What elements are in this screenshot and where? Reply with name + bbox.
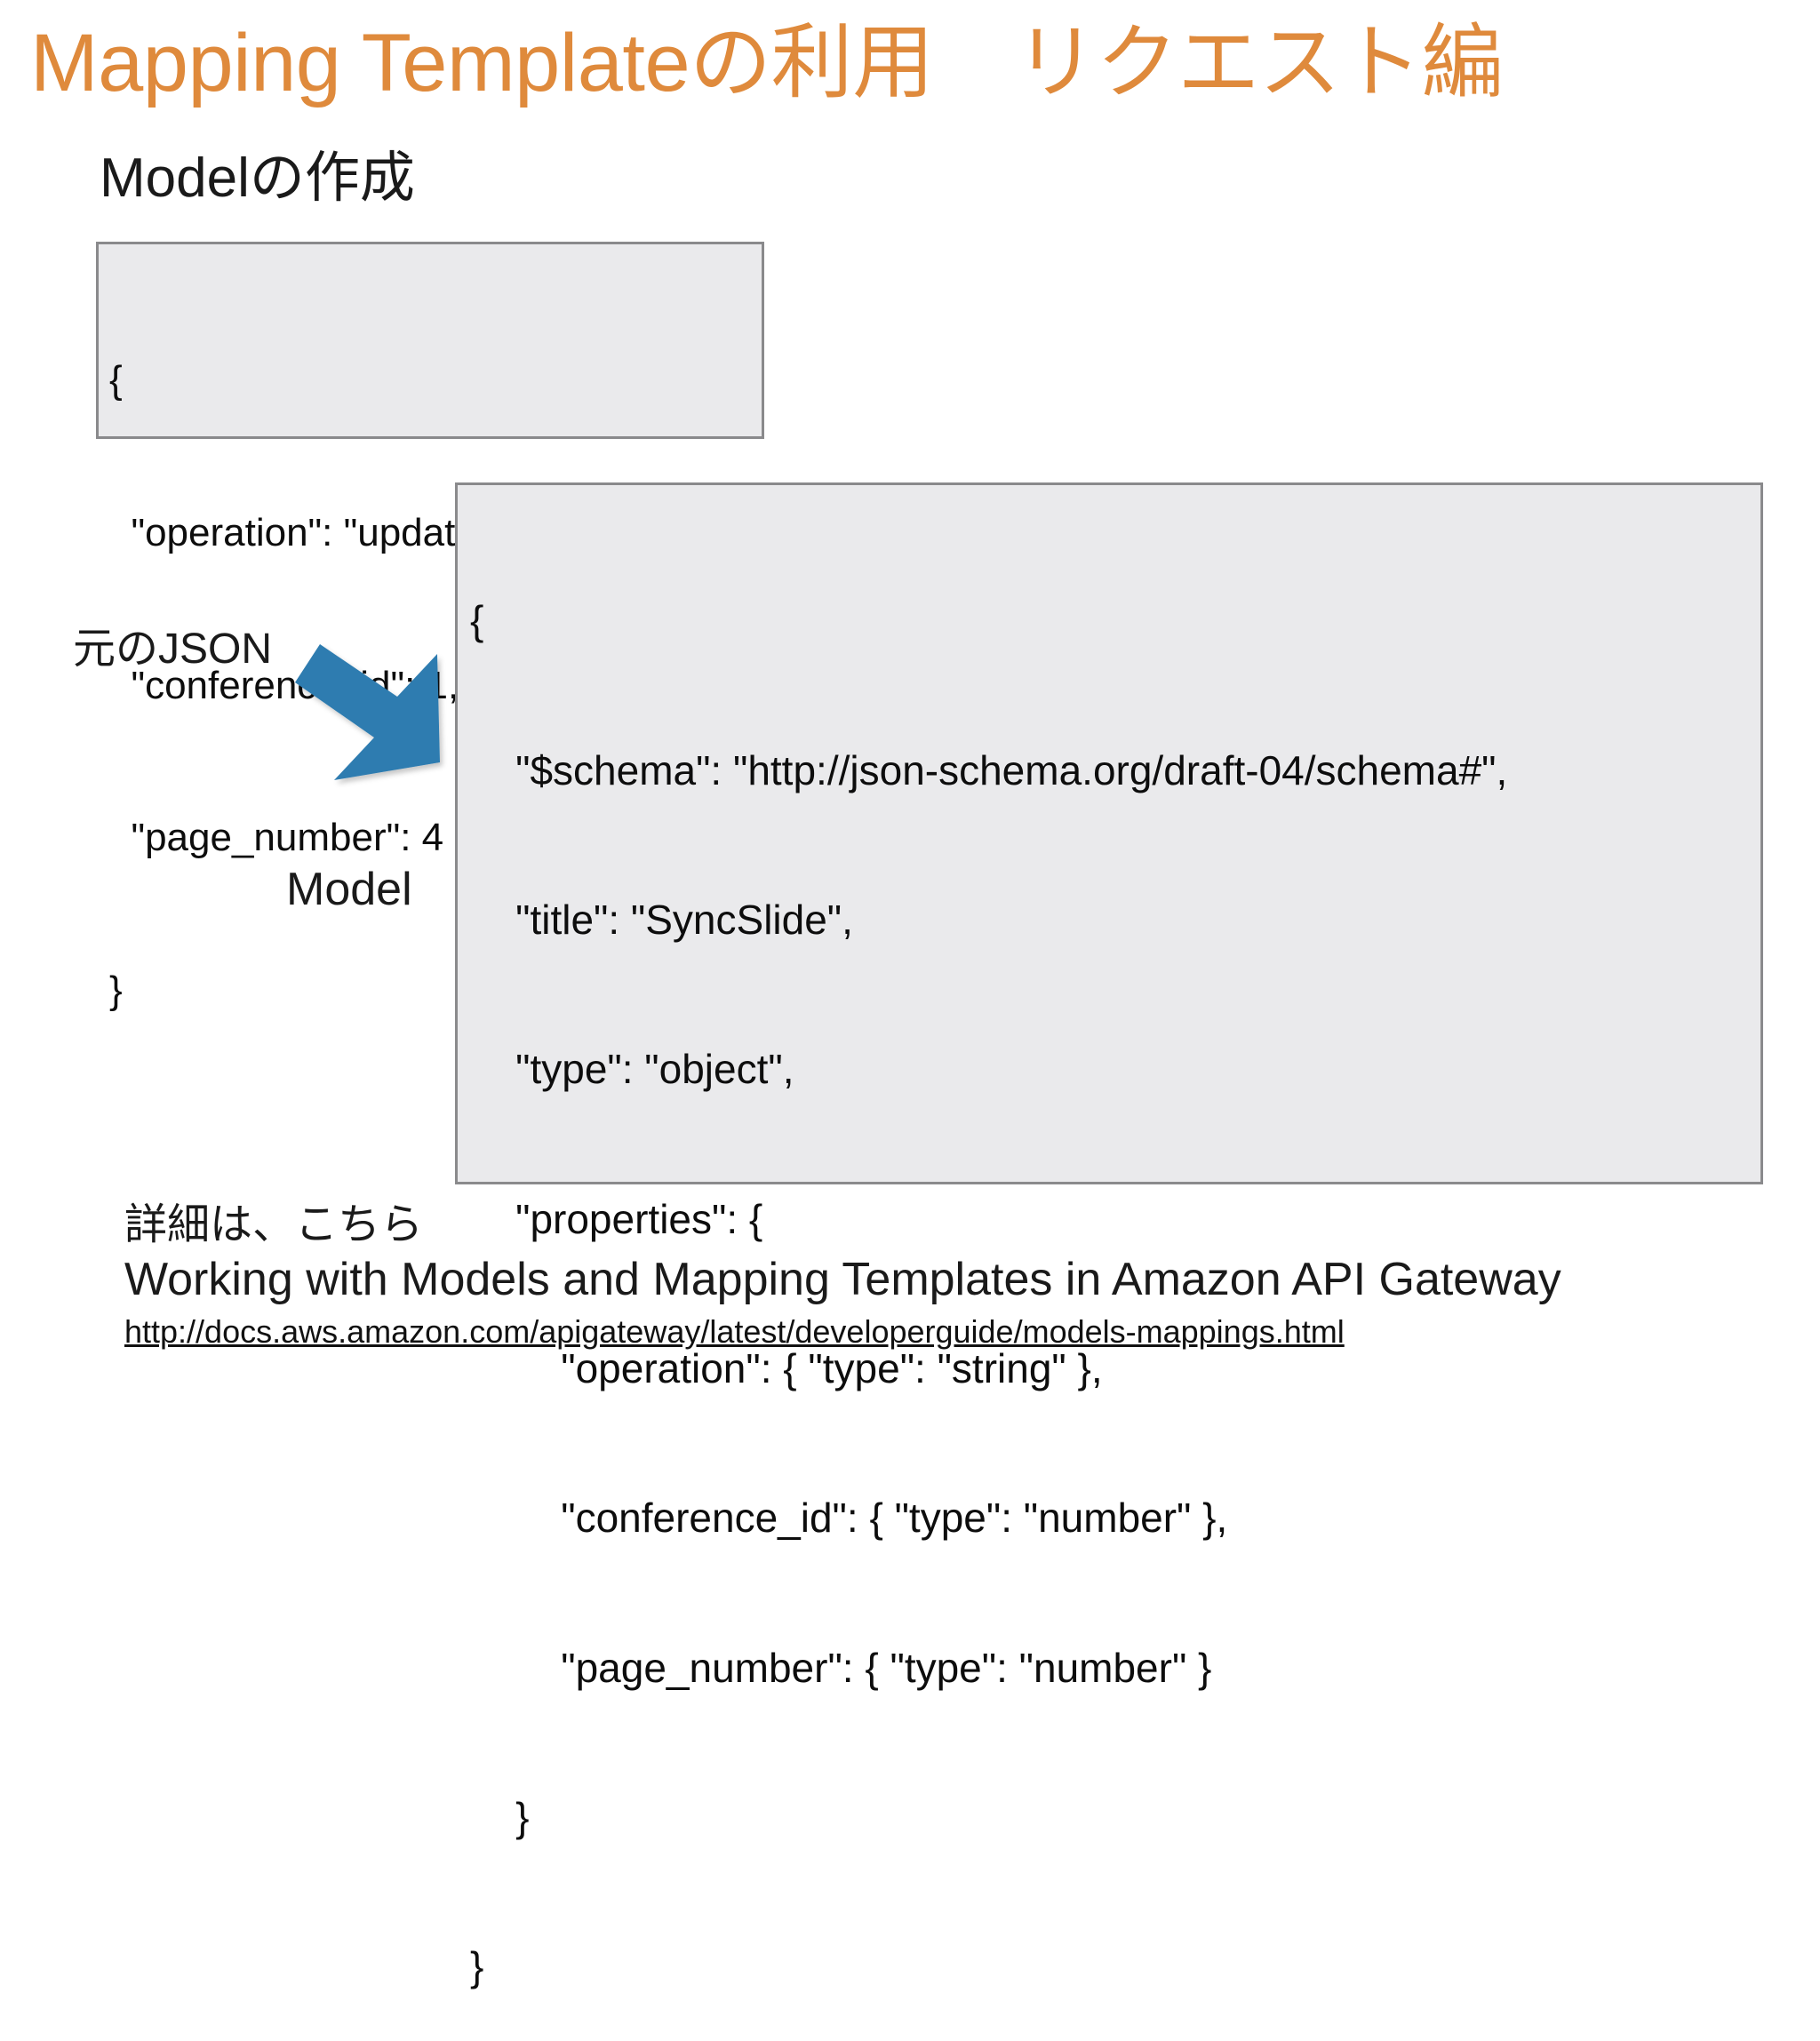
footer-note: 詳細は、こちら bbox=[124, 1201, 424, 1248]
footer-doc-title: Working with Models and Mapping Template… bbox=[124, 1254, 1561, 1305]
code-line: "page_number": 4 bbox=[109, 816, 444, 860]
original-json-label: 元のJSON bbox=[73, 626, 273, 673]
code-line: } bbox=[470, 1943, 484, 1990]
code-line: "$schema": "http://json-schema.org/draft… bbox=[470, 746, 1508, 793]
code-line: "page_number": { "type": "number" } bbox=[470, 1644, 1212, 1691]
code-line: "title": "SyncSlide", bbox=[470, 896, 853, 943]
footer-doc-link[interactable]: http://docs.aws.amazon.com/apigateway/la… bbox=[124, 1313, 1345, 1350]
original-json-code-box: { "operation": "update", "conference_id"… bbox=[96, 242, 764, 1012]
code-line: { bbox=[109, 358, 123, 403]
code-line: } bbox=[109, 968, 123, 1012]
section-heading: Modelの作成 bbox=[100, 147, 415, 209]
model-json-code-box: { "$schema": "http://json-schema.org/dra… bbox=[455, 482, 1763, 1989]
bent-arrow-down-right-icon bbox=[295, 644, 440, 780]
code-line: } bbox=[470, 1793, 530, 1840]
code-line: { bbox=[470, 597, 484, 644]
code-line: "operation": { "type": "string" }, bbox=[470, 1344, 1103, 1391]
code-line: "conference_id": { "type": "number" }, bbox=[470, 1495, 1228, 1542]
page-title: Mapping Templateの利用 リクエスト編 bbox=[30, 18, 1504, 108]
model-label: Model bbox=[286, 864, 412, 915]
code-line: "type": "object", bbox=[470, 1046, 794, 1093]
code-line: "properties": { bbox=[470, 1195, 763, 1242]
